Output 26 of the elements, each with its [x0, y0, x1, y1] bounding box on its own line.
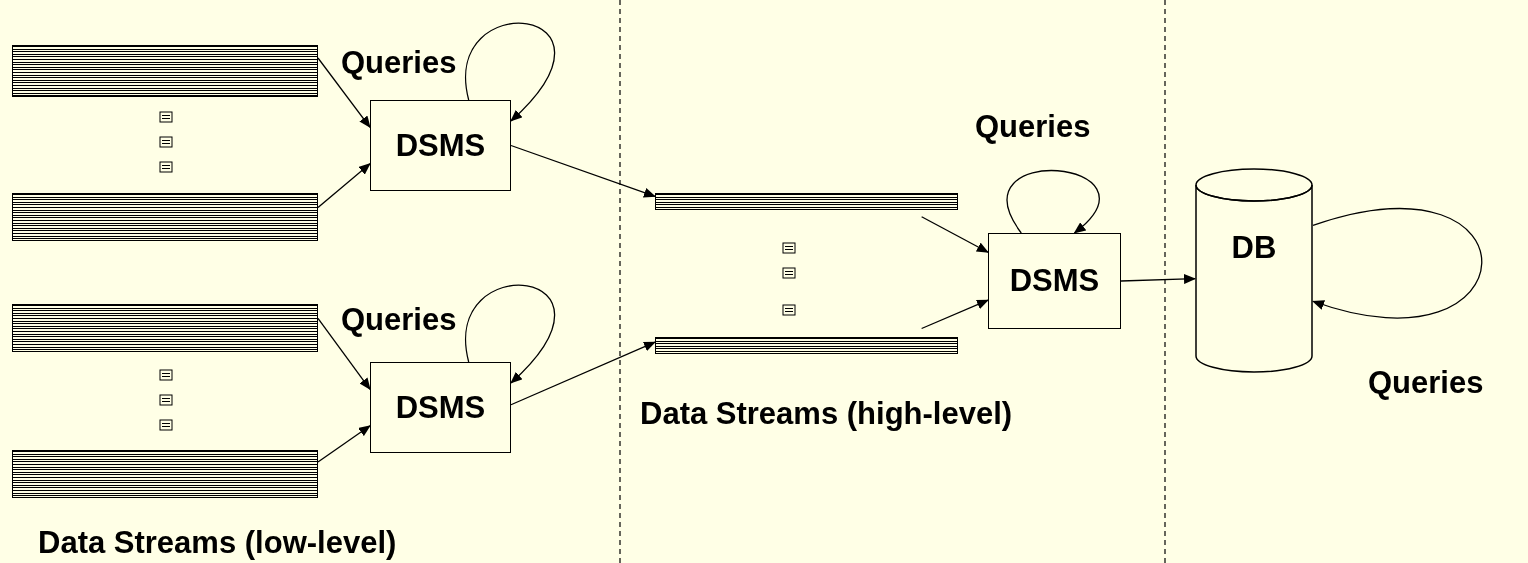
node-label: DSMS [1009, 263, 1100, 299]
arrow [317, 163, 371, 209]
data-stream-bar [12, 45, 318, 97]
arrow [921, 216, 989, 253]
process-box [370, 100, 511, 191]
data-stream-bar [12, 193, 318, 241]
arrow [317, 57, 371, 129]
node-label: DSMS [395, 389, 486, 426]
node-label: DB [1231, 230, 1277, 267]
arrow [317, 425, 371, 463]
arrow [510, 341, 656, 406]
process-box [370, 362, 511, 453]
arrow [1312, 208, 1483, 319]
arrow [510, 144, 656, 198]
data-stream-bar [655, 337, 958, 354]
node-label: DSMS [395, 127, 486, 164]
data-stream-bar [655, 193, 958, 210]
arrow [1006, 170, 1100, 234]
arrow [465, 285, 556, 384]
data-stream-bar [12, 304, 318, 352]
arrow [1120, 274, 1196, 285]
arrow [921, 299, 989, 330]
arrow [465, 23, 556, 122]
arrow [317, 317, 371, 391]
process-box [988, 233, 1121, 329]
data-stream-bar [12, 450, 318, 498]
